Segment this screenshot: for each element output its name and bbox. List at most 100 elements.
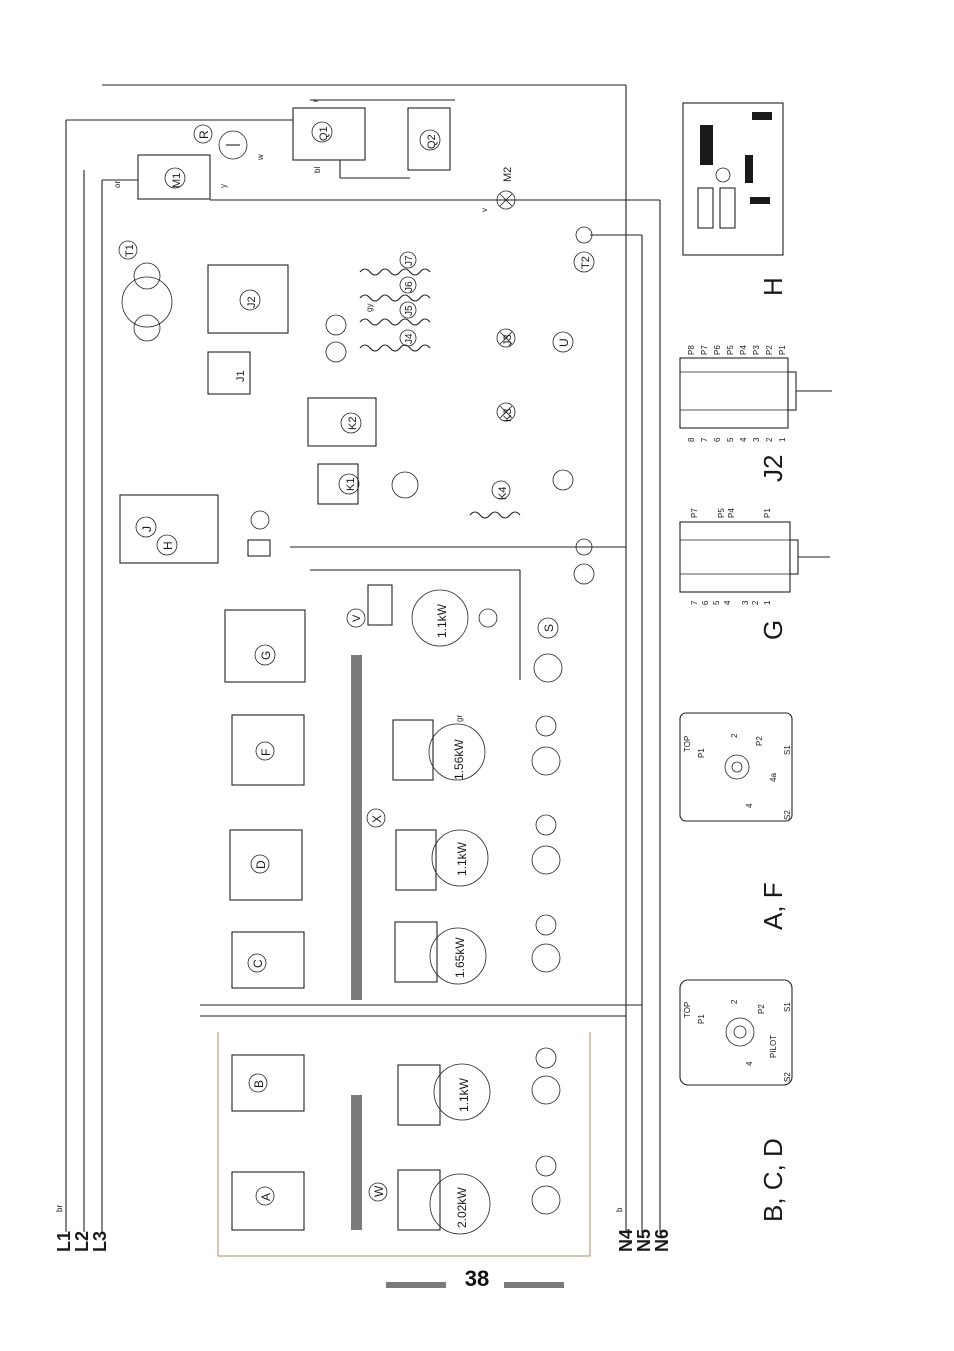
comp-q2: Q2 <box>426 134 438 149</box>
j2-pin-p3: P3 <box>752 345 761 355</box>
comp-m1: M1 <box>171 173 183 188</box>
bcd-pin-s1: S1 <box>783 1002 792 1012</box>
comp-j: J <box>140 526 154 532</box>
comp-h: H <box>161 541 175 550</box>
timers-t2 <box>290 226 626 585</box>
component-labels: A B C D F G H J K1 K2 K3 K4 M1 M2 Q1 Q2 … <box>124 126 592 1201</box>
j2-pin-3: 3 <box>752 437 761 442</box>
wire-gr: gr <box>455 715 464 722</box>
comp-u: U <box>557 338 571 347</box>
j2-pin-5: 5 <box>726 437 735 442</box>
detail-bcd <box>679 979 793 1086</box>
comp-s: S <box>542 624 556 632</box>
af-pin-4: 4 <box>745 803 754 808</box>
bcd-pin-p1: P1 <box>697 1014 706 1024</box>
relays-k <box>307 397 521 519</box>
supply-label-l2: L2 <box>72 1231 92 1252</box>
supply-label-l1: L1 <box>54 1231 74 1252</box>
bus-bar-x <box>351 655 362 1000</box>
comp-b: B <box>252 1080 266 1088</box>
comp-t2: T2 <box>580 256 592 269</box>
grill-elements-j <box>325 251 431 363</box>
ignition-transformer-q <box>292 99 455 179</box>
g-pin-p7: P7 <box>690 508 699 518</box>
af-pin-2: 2 <box>730 733 739 738</box>
wire-r: r <box>311 99 320 102</box>
j2-pin-p7: P7 <box>700 345 709 355</box>
comp-q1: Q1 <box>318 126 330 141</box>
g-pin-4: 4 <box>723 600 732 605</box>
comp-x: X <box>370 815 384 823</box>
rating-c: 1.65kW <box>453 937 467 978</box>
comp-k1: K1 <box>345 478 357 491</box>
comp-r: R <box>197 130 211 139</box>
supply-label-l3: L3 <box>90 1231 110 1252</box>
g-pin-6: 6 <box>701 600 710 605</box>
bus-bar-w <box>351 1095 362 1230</box>
page-number-bar-left <box>386 1282 446 1288</box>
thermostat-h <box>119 494 271 564</box>
g-pin-7: 7 <box>690 600 699 605</box>
rating-d: 1.1kW <box>455 841 469 876</box>
rating-g: 1.1kW <box>435 603 449 638</box>
burner-c <box>231 914 561 989</box>
lamp-m2 <box>496 190 516 210</box>
af-pin-top: TOP <box>683 736 692 752</box>
selector-j2-block <box>118 240 289 395</box>
j2-pin-p1: P1 <box>778 345 787 355</box>
wire-or: or <box>113 181 122 188</box>
g-pin-3: 3 <box>741 600 750 605</box>
g-pin-p4: P4 <box>727 508 736 518</box>
comp-w: W <box>372 1185 386 1197</box>
bcd-pin-4: 4 <box>745 1061 754 1066</box>
panel-label-h: H <box>758 277 788 296</box>
wire-b: b <box>615 1207 624 1212</box>
burner-d <box>229 814 561 901</box>
comp-g: G <box>259 651 273 660</box>
comp-j7: J7 <box>404 255 415 266</box>
detail-af <box>679 712 793 822</box>
wire-bl: bl <box>313 167 322 173</box>
rating-f: 1.56kW <box>452 739 466 780</box>
wire-br: br <box>55 1205 64 1212</box>
j2-pin-7: 7 <box>700 437 709 442</box>
bcd-pin-top: TOP <box>683 1002 692 1018</box>
j2-pin-8: 8 <box>687 437 696 442</box>
comp-j1: J1 <box>235 370 247 382</box>
comp-d: D <box>254 860 268 869</box>
burner-a <box>231 1155 561 1235</box>
comp-k2: K2 <box>347 417 359 430</box>
wire-y: y <box>219 184 228 188</box>
comp-a: A <box>259 1193 273 1201</box>
af-pin-4a: 4a <box>769 773 778 782</box>
j2-pin-1: 1 <box>778 437 787 442</box>
comp-c: C <box>251 959 265 968</box>
burner-b <box>231 1047 561 1126</box>
detail-j2 <box>679 357 832 429</box>
comp-t1: T1 <box>124 244 136 257</box>
af-pin-s2: S2 <box>783 810 792 820</box>
comp-v: V <box>351 614 363 622</box>
rating-a: 2.02kW <box>455 1187 469 1228</box>
g-pin-p5: P5 <box>717 508 726 518</box>
g-pin-5: 5 <box>712 600 721 605</box>
comp-f: F <box>259 749 273 756</box>
burner-f <box>231 714 561 786</box>
comp-j4: J4 <box>404 333 415 344</box>
detail-panel-labels: H J2 G A, F B, C, D <box>758 277 788 1222</box>
panel-label-j2: J2 <box>758 455 788 482</box>
neutral-label-n4: N4 <box>616 1229 636 1252</box>
motor-m1 <box>102 124 248 200</box>
page-number: 38 <box>464 1266 490 1291</box>
wire-gy: gy <box>365 304 374 312</box>
j2-pin-6: 6 <box>713 437 722 442</box>
detail-pin-labels: P8 P7 P6 P5 P4 P3 P2 P1 8 7 6 5 4 3 2 1 … <box>683 345 792 1082</box>
j2-pin-p5: P5 <box>726 345 735 355</box>
oven-control-g <box>224 569 563 683</box>
comp-k4: K4 <box>497 487 509 500</box>
supply-labels: L1 L2 L3 N4 N5 N6 <box>54 1229 672 1252</box>
burner-rating-labels: 2.02kW 1.1kW 1.65kW 1.1kW 1.56kW 1.1kW <box>435 603 471 1228</box>
bcd-pin-2: 2 <box>730 999 739 1004</box>
j2-pin-2: 2 <box>765 437 774 442</box>
